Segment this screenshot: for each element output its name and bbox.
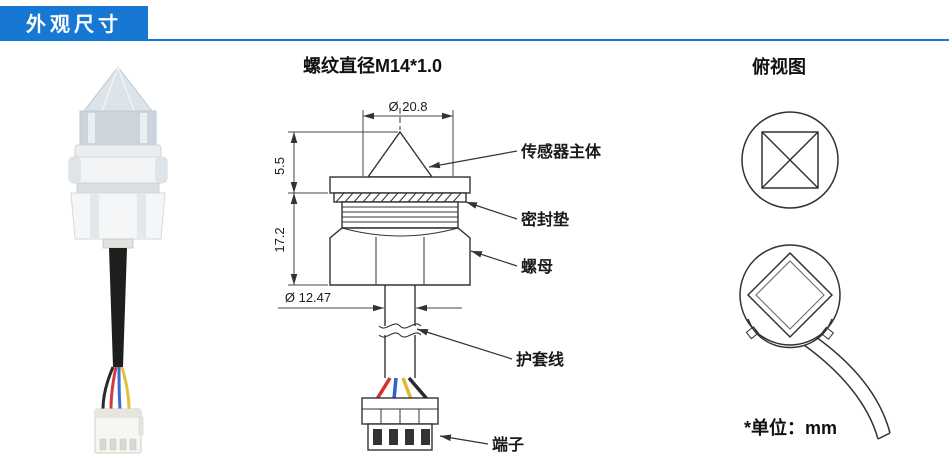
photo-cable — [109, 248, 127, 367]
unit-note: *单位：mm — [744, 418, 838, 438]
wire-red — [375, 377, 392, 400]
sensor-product-photo — [68, 66, 168, 454]
topview-3d-lug — [745, 326, 760, 340]
topview-circle — [741, 111, 839, 209]
topview-square — [761, 131, 819, 189]
topview-cable-end — [877, 432, 891, 440]
photo-nut-facet — [90, 194, 99, 238]
leader-nut — [470, 250, 518, 267]
photo-cone-facets — [101, 66, 135, 112]
photo-flange-shade — [69, 157, 81, 183]
dimension-drawing: Ø 20.8 5.5 17.2 Ø 12.47 传感器主体 密封垫 螺母 护套线… — [272, 99, 602, 454]
topview-title: 俯视图 — [752, 57, 806, 77]
break-wave — [378, 323, 422, 329]
cable-tube-upper — [384, 285, 416, 326]
wire-yellow — [401, 377, 413, 400]
label-sheath-wire: 护套线 — [516, 350, 564, 369]
photo-connector-latch — [138, 416, 144, 436]
topview-cable-edge — [815, 336, 891, 434]
leader-sensor-body — [428, 150, 518, 169]
terminal-pins — [373, 429, 430, 445]
photo-flange — [68, 156, 168, 184]
photo-collar — [102, 238, 134, 249]
section-title: 外观尺寸 — [26, 14, 122, 36]
photo-highlight — [140, 113, 147, 143]
photo-gasket — [76, 182, 160, 194]
photo-connector-slots — [99, 438, 137, 451]
section-title-badge: 外观尺寸 — [0, 6, 148, 39]
sensor-flange — [329, 176, 471, 194]
drawing-title: 螺纹直径M14*1.0 — [303, 56, 443, 76]
top-view-flat — [741, 111, 839, 209]
thread-section — [341, 201, 459, 229]
dim-cable-diameter: Ø 12.47 — [285, 290, 331, 305]
label-nut: 螺母 — [521, 257, 553, 276]
nut-facets — [375, 237, 425, 285]
photo-highlight — [88, 113, 95, 143]
dim-cap-height: 5.5 — [272, 157, 287, 175]
gasket-hatch — [335, 192, 462, 203]
leader-lines — [416, 150, 518, 445]
ext-lines-top-diameter — [362, 110, 454, 176]
dim-body-height: 17.2 — [272, 227, 287, 252]
topview-diagonal — [761, 131, 819, 189]
terminal-wires — [375, 376, 429, 401]
leader-terminal — [439, 434, 489, 445]
photo-nut — [70, 192, 166, 240]
nut-chamfer — [341, 227, 459, 237]
wire-blue — [392, 377, 398, 400]
topview-3d-body — [747, 318, 833, 349]
top-view-perspective — [739, 244, 891, 440]
header-divider — [0, 39, 949, 41]
terminal-dividers — [362, 408, 438, 424]
sensor-cross-section — [329, 108, 471, 378]
topview-3d-lug — [820, 326, 835, 340]
terminal-connector — [361, 397, 439, 451]
label-sensor-body: 传感器主体 — [520, 142, 602, 161]
wire-black — [407, 376, 429, 401]
photo-wire-blue — [117, 366, 122, 410]
photo-nut-facet — [137, 194, 146, 238]
photo-wires — [101, 366, 131, 410]
photo-flange-shade — [155, 157, 167, 183]
cable-tube-lower — [384, 335, 416, 378]
top-view-drawing — [739, 111, 891, 440]
nut — [329, 227, 471, 286]
photo-dome-cone — [82, 66, 154, 112]
topview-cable-edge — [803, 344, 879, 440]
topview-3d-circle — [739, 244, 841, 346]
photo-wire-black — [101, 366, 115, 410]
photo-wire-yellow — [120, 366, 131, 410]
dimension-lines — [278, 110, 462, 312]
thread-lines — [342, 206, 458, 223]
photo-ring — [74, 144, 162, 158]
dim-top-diameter: Ø 20.8 — [388, 99, 427, 114]
label-terminal: 端子 — [492, 435, 524, 454]
topview-3d-diamond-inner — [755, 260, 825, 330]
photo-sensor — [68, 66, 168, 454]
topview-3d-diamond — [746, 251, 834, 339]
sensor-cone — [366, 130, 434, 178]
leader-sheath-wire — [416, 328, 513, 360]
label-gasket: 密封垫 — [520, 210, 569, 229]
photo-connector-crimp — [95, 409, 141, 418]
leader-gasket — [465, 201, 518, 220]
photo-wire-red — [109, 366, 118, 410]
